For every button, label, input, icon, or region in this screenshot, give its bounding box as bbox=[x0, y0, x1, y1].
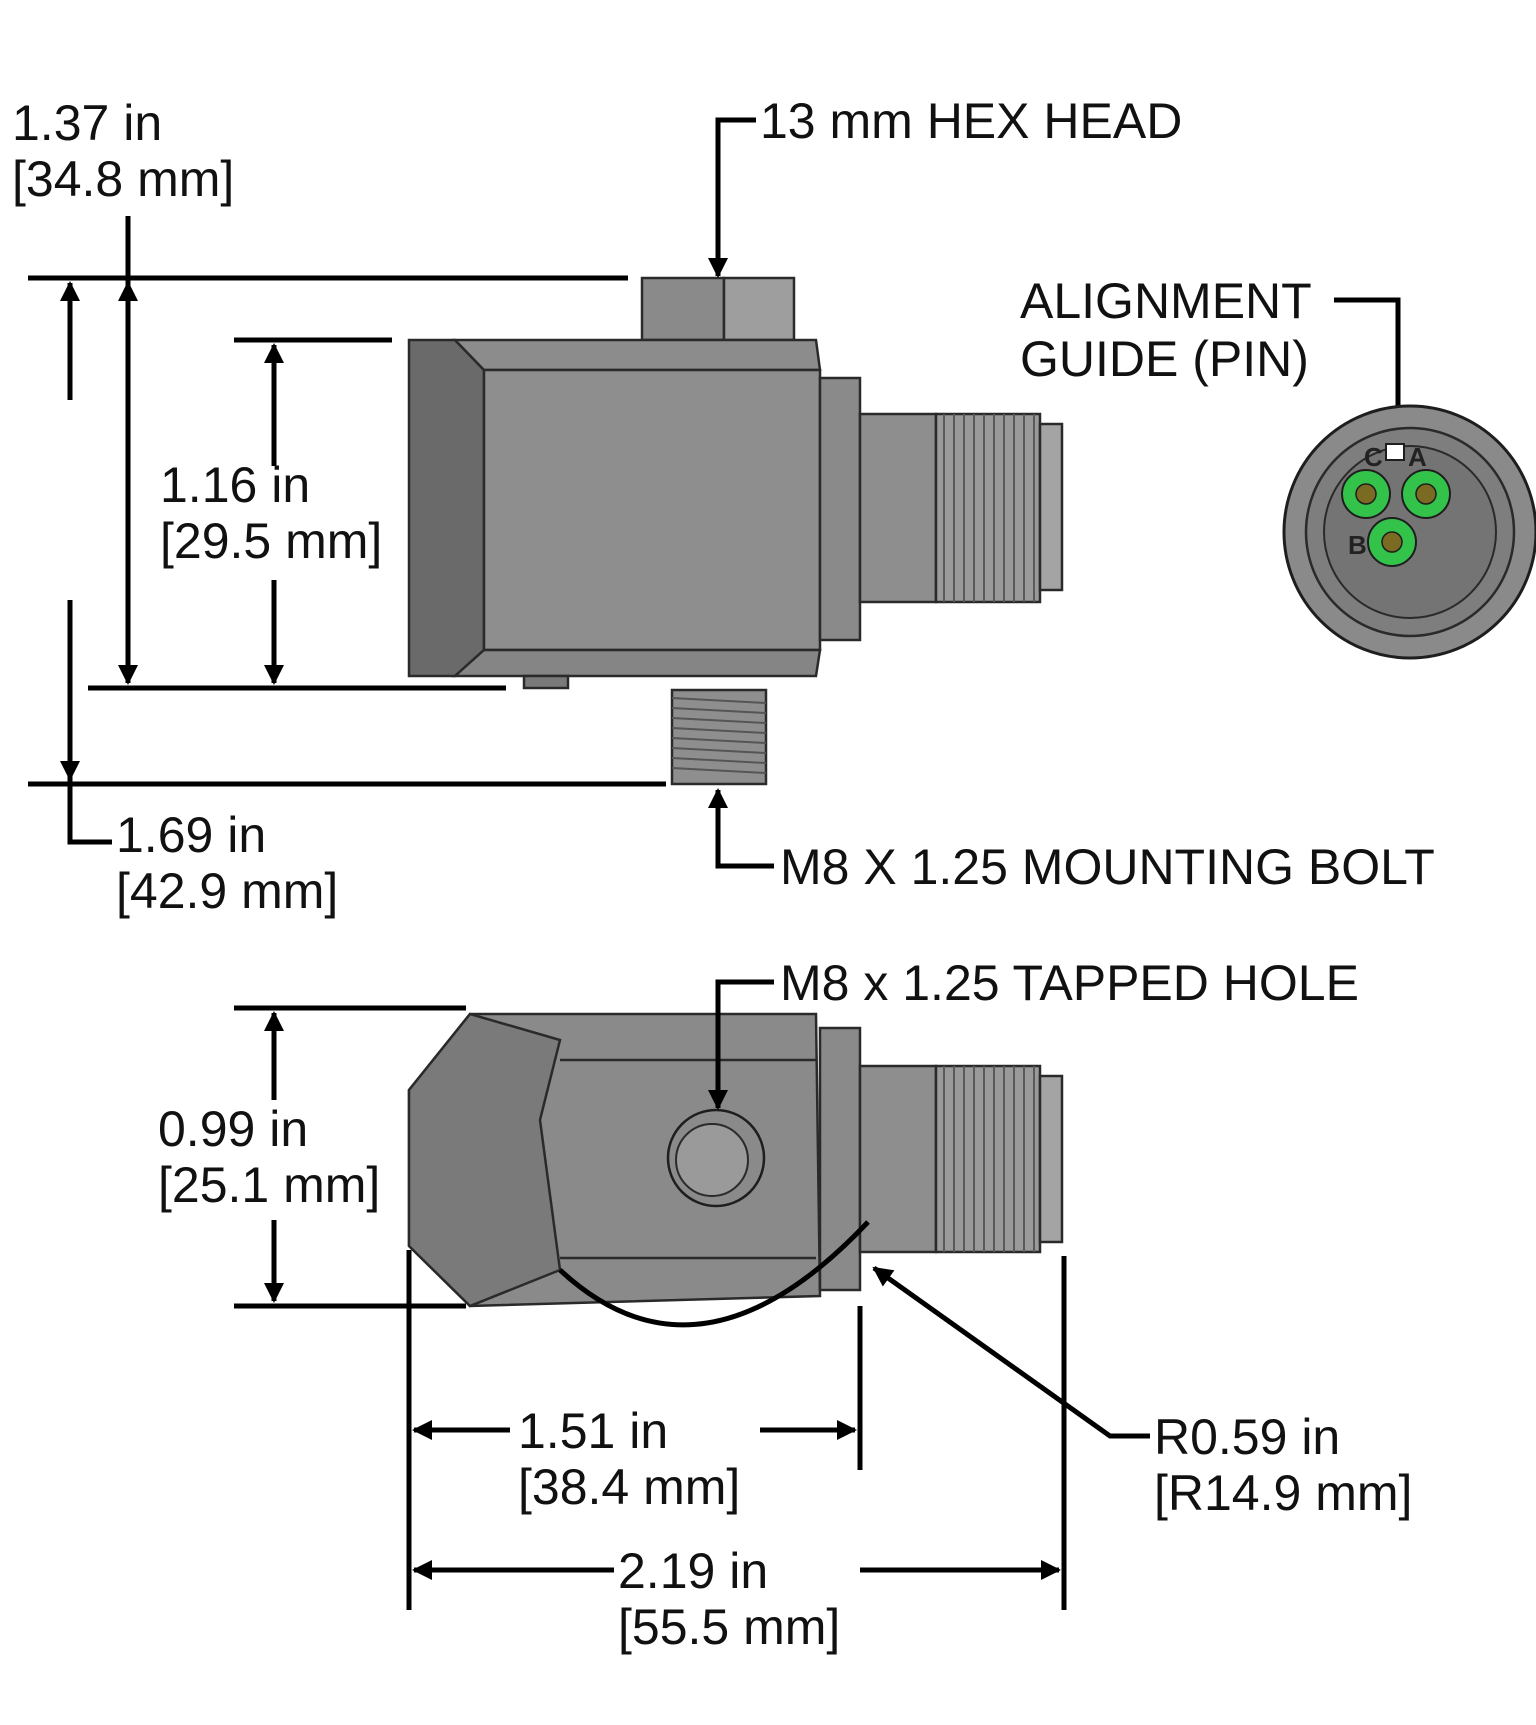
dim-body-length-in: 1.51 in bbox=[518, 1403, 668, 1459]
dim-total-length-mm: [55.5 mm] bbox=[618, 1599, 840, 1655]
callout-tapped-hole: M8 x 1.25 TAPPED HOLE bbox=[780, 955, 1359, 1011]
pin-a bbox=[1401, 469, 1451, 519]
body-chamfer-shade bbox=[407, 1012, 562, 1308]
dim-total-height-in: 1.69 in bbox=[116, 807, 266, 863]
connector-end-view: C A B bbox=[1282, 404, 1536, 660]
alignment-leader bbox=[1334, 297, 1401, 446]
dim-body-height-mm: [29.5 mm] bbox=[160, 513, 382, 569]
connector-thread-ridges-top bbox=[943, 1066, 1035, 1252]
body-bottom-face bbox=[451, 648, 822, 678]
radius-leader bbox=[872, 1265, 1150, 1439]
connector-neck bbox=[858, 412, 938, 604]
dim-body-length-mm: [38.4 mm] bbox=[518, 1459, 740, 1515]
dim-overall-height-mm: [34.8 mm] bbox=[12, 151, 234, 207]
dim-body-width-mm: [25.1 mm] bbox=[158, 1157, 380, 1213]
mounting-bolt bbox=[670, 688, 768, 786]
hex-head-left bbox=[640, 276, 726, 342]
body-top-face bbox=[452, 338, 822, 372]
connector-thread-ridges bbox=[943, 414, 1035, 602]
dim-body-height-in: 1.16 in bbox=[160, 457, 310, 513]
top-view-dimension-lines bbox=[234, 979, 1150, 1610]
callout-hex-head: 13 mm HEX HEAD bbox=[760, 93, 1182, 149]
hex-head-right bbox=[722, 276, 796, 342]
callout-alignment-line1: ALIGNMENT bbox=[1020, 273, 1312, 329]
body-front-face bbox=[482, 368, 822, 652]
sensor-top-view bbox=[407, 1012, 1064, 1328]
mounting-bolt-threads bbox=[671, 697, 767, 774]
tapped-hole-leader bbox=[708, 979, 774, 1110]
radius-arc bbox=[558, 1220, 870, 1328]
dim-overall-height-in: 1.37 in bbox=[12, 95, 162, 151]
body-chamfer-face bbox=[407, 338, 486, 678]
pin-c bbox=[1341, 469, 1391, 519]
connector-tip bbox=[1038, 422, 1064, 592]
callout-mounting-bolt: M8 X 1.25 MOUNTING BOLT bbox=[780, 839, 1435, 895]
connector-collar bbox=[818, 376, 862, 642]
pin-label-c: C bbox=[1364, 442, 1383, 472]
dim-radius-in: R0.59 in bbox=[1154, 1409, 1340, 1465]
pin-label-b: B bbox=[1348, 530, 1367, 560]
callout-alignment-line2: GUIDE (PIN) bbox=[1020, 331, 1309, 387]
pin-label-a: A bbox=[1408, 442, 1427, 472]
dim-radius-mm: [R14.9 mm] bbox=[1154, 1465, 1412, 1521]
dim-body-width-in: 0.99 in bbox=[158, 1101, 308, 1157]
dim-total-height-mm: [42.9 mm] bbox=[116, 863, 338, 919]
connector-tip-top bbox=[1038, 1074, 1064, 1244]
side-view-dimension-lines bbox=[28, 117, 1401, 869]
sensor-side-view bbox=[407, 276, 1064, 786]
dim-total-length-in: 2.19 in bbox=[618, 1543, 768, 1599]
connector-neck-top bbox=[858, 1064, 938, 1254]
alignment-pin bbox=[1385, 443, 1405, 461]
pin-b bbox=[1367, 517, 1417, 567]
mounting-bolt-leader bbox=[708, 788, 774, 869]
tapped-hole-inner bbox=[675, 1123, 749, 1197]
hex-head-leader bbox=[708, 117, 756, 278]
body-base-tab bbox=[522, 674, 570, 690]
